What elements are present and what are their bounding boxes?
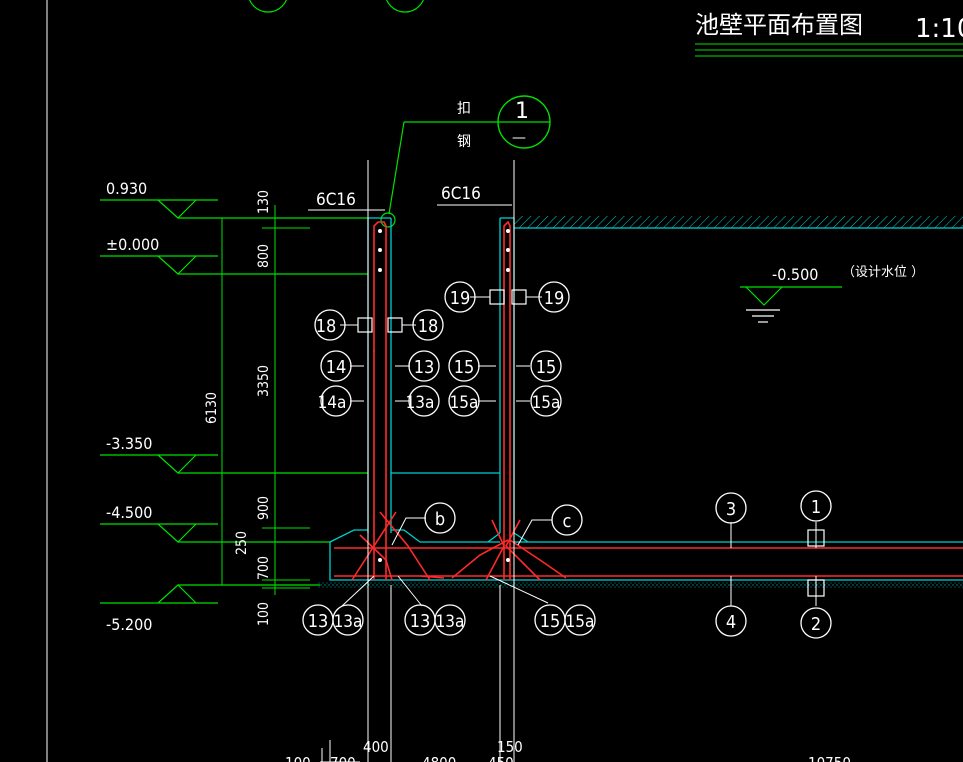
rebar-lines	[334, 220, 963, 581]
bubble-15-left: 15	[454, 357, 475, 378]
water-level-label: （设计水位 ）	[842, 265, 924, 280]
bubble-bottom-13-a: 13	[308, 611, 329, 632]
detail-label-top: 扣	[457, 101, 471, 117]
detail-number: 1	[515, 99, 529, 124]
detail-sub: —	[512, 130, 526, 146]
elevation-0930: 0.930	[106, 179, 147, 198]
bubble-3: 3	[726, 499, 736, 520]
rebar-joints	[378, 229, 510, 562]
dim-bottom-4800: 4800	[422, 754, 456, 762]
axis-lines	[320, 160, 515, 762]
rebar-top-labels: 6C16 6C16	[308, 184, 512, 211]
bubble-14: 14	[326, 357, 347, 378]
dim-bottom-450: 450	[488, 754, 514, 762]
bubble-13: 13	[414, 357, 435, 378]
bubble-leaders	[340, 296, 817, 607]
elevation-0000: ±0.000	[106, 235, 159, 254]
dim-3350: 3350	[256, 365, 272, 397]
dim-700: 700	[256, 556, 272, 580]
bubble-15a-left: 15a	[450, 393, 479, 413]
detail-callout: 1 — 扣 钢	[380, 95, 551, 228]
rebar-squares	[357, 289, 825, 597]
dim-bottom-700: 700	[330, 754, 356, 762]
bubble-c: c	[563, 511, 572, 532]
detail-label-bottom: 钢	[457, 134, 471, 150]
bubble-bottom-13-b: 13	[410, 611, 431, 632]
top-cut-bubbles	[249, 0, 424, 13]
rebar-label-left: 6C16	[316, 190, 356, 210]
drawing-scale: 1:10	[915, 14, 963, 44]
bubble-bottom-13a-a: 13a	[334, 612, 363, 632]
elevation-m5200: -5.200	[106, 615, 152, 634]
drawing-title: 池壁平面布置图	[695, 11, 863, 39]
elevation-m3350: -3.350	[106, 434, 152, 453]
bubble-15-right: 15	[536, 357, 557, 378]
bubble-13a: 13a	[406, 393, 435, 413]
bubble-b: b	[435, 509, 445, 530]
dim-250: 250	[234, 531, 250, 555]
bubble-18-left: 18	[316, 316, 337, 337]
bubble-19-right: 19	[544, 288, 565, 309]
drawing-frame	[46, 0, 963, 762]
vertical-dimension-chain	[215, 205, 310, 595]
dim-900: 900	[256, 496, 272, 520]
dim-bottom-150: 150	[497, 738, 523, 756]
bubble-bottom-13a-b: 13a	[436, 612, 465, 632]
dim-bottom-400: 400	[363, 738, 389, 756]
ground-fill	[318, 582, 963, 588]
dim-bottom-10750: 10750	[808, 754, 851, 762]
bubble-1: 1	[811, 497, 821, 518]
bubble-19-left: 19	[450, 288, 471, 309]
dim-130: 130	[256, 190, 272, 214]
vertical-dimension-labels: 130 800 3350 900 700 100 6130 250	[204, 190, 272, 626]
dim-800: 800	[256, 244, 272, 268]
top-slab-hatch	[514, 216, 963, 228]
elevation-labels: 0.930 ±0.000 -3.350 -4.500 -5.200	[106, 179, 159, 634]
water-level-value: -0.500	[772, 265, 818, 284]
bubble-circles	[302, 281, 832, 639]
bubble-2: 2	[811, 614, 821, 635]
dim-bottom-100: 100	[285, 754, 311, 762]
water-level-marker	[740, 286, 842, 323]
bubble-labels: 18 18 19 19 14 13 15 15 14a 13a 15a 15a …	[308, 288, 821, 635]
bubble-bottom-15a: 15a	[566, 612, 595, 632]
bubble-bottom-15: 15	[540, 611, 561, 632]
bubble-18-right: 18	[418, 316, 439, 337]
bubble-4: 4	[726, 612, 736, 633]
dim-100: 100	[256, 602, 272, 626]
dim-6130: 6130	[204, 392, 220, 424]
bubble-14a: 14a	[318, 393, 347, 413]
bubble-15a-right: 15a	[532, 393, 561, 413]
title-block: 池壁平面布置图 1:10	[695, 11, 963, 44]
bottom-dimensions: 400 150 100 700 4800 450 10750	[285, 738, 851, 762]
elevation-m4500: -4.500	[106, 503, 152, 522]
rebar-label-right: 6C16	[441, 184, 481, 204]
